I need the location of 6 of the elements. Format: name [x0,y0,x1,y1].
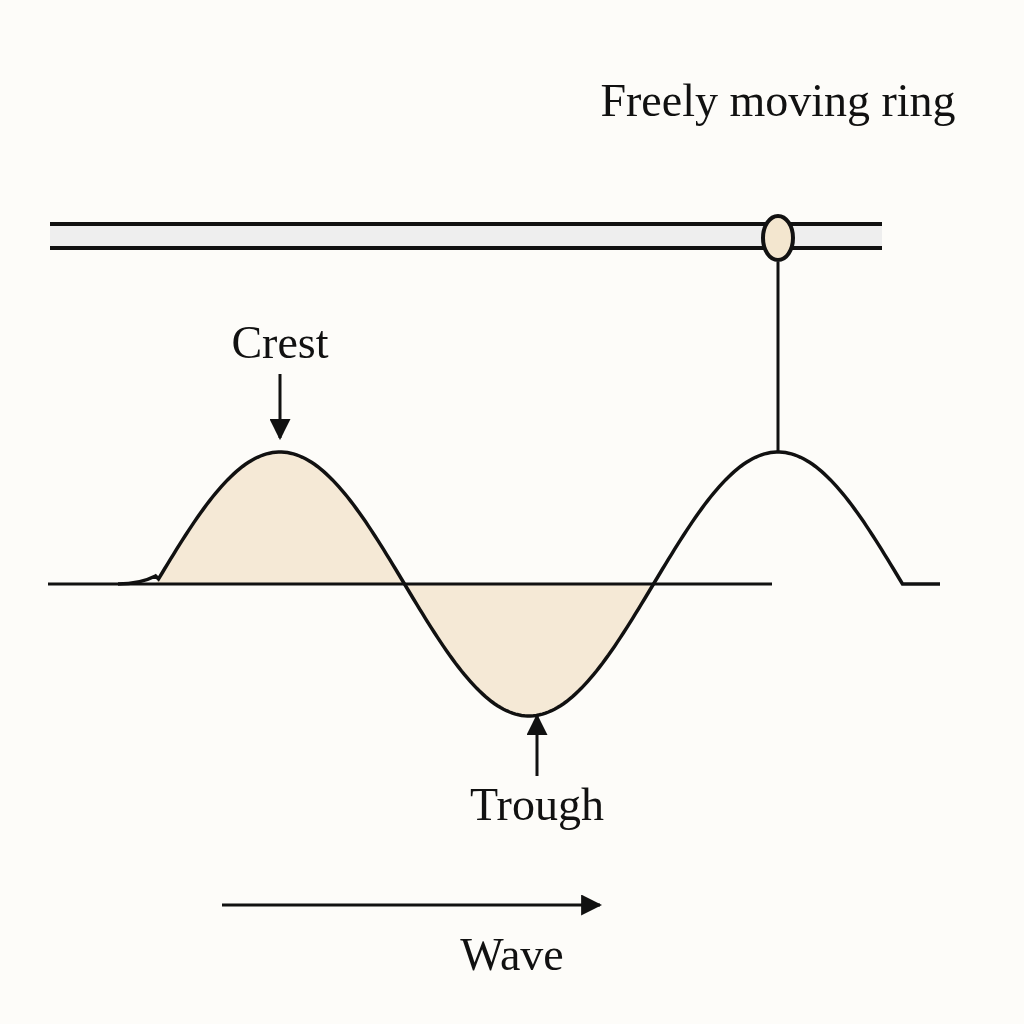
label-text: Crest [205,314,355,372]
label-text: Trough [437,776,637,834]
leader-arrow [269,374,291,441]
leader-arrow [526,713,548,776]
ring-label: Freely moving ring [599,74,957,128]
direction-label: Wave [459,928,565,982]
